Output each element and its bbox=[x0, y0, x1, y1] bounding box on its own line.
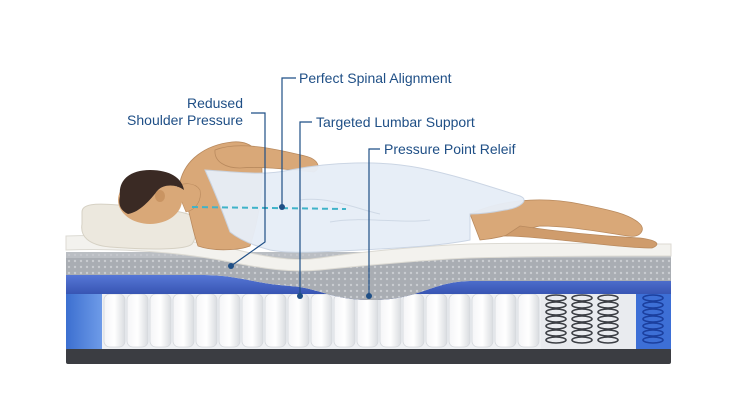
lumbar-callout-dot bbox=[297, 293, 303, 299]
spring-loop bbox=[597, 322, 619, 330]
shoulder-callout-leader bbox=[230, 112, 266, 267]
blue-foam-layer bbox=[66, 275, 671, 300]
pocket-coil bbox=[471, 293, 494, 348]
pressure-callout-leader bbox=[368, 148, 380, 296]
callout-dots bbox=[228, 204, 372, 299]
spring-loop bbox=[597, 336, 619, 344]
pocket-coil bbox=[379, 293, 402, 348]
spring-loop bbox=[597, 329, 619, 337]
spinal-callout-dot bbox=[279, 204, 285, 210]
pressure-callout-label: Pressure Point Releif bbox=[384, 141, 516, 157]
pressure-callout-dot bbox=[366, 293, 372, 299]
mattress-base bbox=[66, 348, 671, 364]
pocket-coil bbox=[126, 293, 149, 348]
spinal-callout-label: Perfect Spinal Alignment bbox=[299, 70, 452, 86]
pocket-coil bbox=[402, 293, 425, 348]
lumbar-callout-label: Targeted Lumbar Support bbox=[316, 114, 475, 130]
spring-loop bbox=[642, 294, 664, 302]
spring-loop bbox=[597, 308, 619, 316]
sleeping-person bbox=[118, 141, 658, 253]
spring-loop bbox=[642, 308, 664, 316]
spring-loop bbox=[597, 294, 619, 302]
pocket-coil bbox=[333, 293, 356, 348]
spring-loop bbox=[642, 329, 664, 337]
pocket-coil bbox=[103, 293, 126, 348]
pocket-coil bbox=[172, 293, 195, 348]
pocket-coil bbox=[517, 293, 540, 348]
spring-coils bbox=[545, 294, 619, 344]
spring-loop bbox=[545, 301, 567, 309]
pocket-coil bbox=[195, 293, 218, 348]
shoulder-callout-line2: Shoulder Pressure bbox=[127, 112, 243, 128]
spring-loop bbox=[571, 301, 593, 309]
spring-loop bbox=[642, 336, 664, 344]
spring-loop bbox=[545, 336, 567, 344]
shoulder-callout-line1: Redused bbox=[187, 95, 243, 111]
spring-loop bbox=[571, 336, 593, 344]
pocket-coil bbox=[287, 293, 310, 348]
pocket-coil bbox=[356, 293, 379, 348]
lumbar-callout-leader bbox=[299, 121, 312, 296]
pocket-coil bbox=[310, 293, 333, 348]
pocket-coils bbox=[103, 293, 540, 348]
spring-loop bbox=[571, 322, 593, 330]
pocket-coil bbox=[425, 293, 448, 348]
pocket-coil bbox=[149, 293, 172, 348]
spring-loop bbox=[597, 315, 619, 323]
spinal-callout-leader bbox=[281, 77, 296, 207]
edge-support-left bbox=[66, 292, 102, 349]
pocket-coil bbox=[448, 293, 471, 348]
spring-loop bbox=[571, 329, 593, 337]
spring-loop bbox=[597, 301, 619, 309]
pocket-coil bbox=[264, 293, 287, 348]
spring-loop bbox=[545, 322, 567, 330]
legs bbox=[469, 199, 643, 241]
pocket-coil bbox=[218, 293, 241, 348]
spring-loop bbox=[571, 294, 593, 302]
pocket-coil bbox=[241, 293, 264, 348]
spinal-alignment-line bbox=[191, 206, 347, 210]
spring-loop bbox=[642, 322, 664, 330]
garment bbox=[204, 162, 525, 253]
edge-spring-coils bbox=[642, 294, 664, 344]
hair bbox=[119, 170, 184, 214]
spring-loop bbox=[545, 308, 567, 316]
pocket-coil bbox=[494, 293, 517, 348]
spring-loop bbox=[545, 329, 567, 337]
callout-lines bbox=[230, 77, 380, 296]
shoulder-callout-dot bbox=[228, 263, 234, 269]
spring-loop bbox=[642, 301, 664, 309]
spring-loop bbox=[545, 294, 567, 302]
spring-loop bbox=[571, 308, 593, 316]
spring-loop bbox=[642, 315, 664, 323]
spring-loop bbox=[571, 315, 593, 323]
spring-loop bbox=[545, 315, 567, 323]
